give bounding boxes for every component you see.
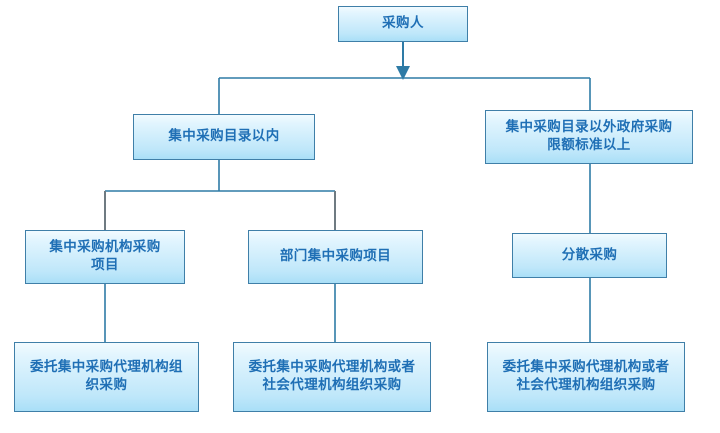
node-entrust-central-agency[interactable]: 委托集中采购代理机构组 织采购 [14, 342, 199, 412]
node-decentralized-procurement[interactable]: 分散采购 [512, 233, 667, 278]
node-outside-catalog-label: 集中采购目录以外政府采购 限额标准以上 [505, 119, 673, 153]
node-entrust-central-or-social-agency-mid[interactable]: 委托集中采购代理机构或者 社会代理机构组织采购 [233, 342, 431, 412]
node-within-catalog-label: 集中采购目录以内 [168, 128, 280, 145]
node-buyer-label: 采购人 [382, 15, 424, 32]
node-department-central-project[interactable]: 部门集中采购项目 [248, 230, 423, 284]
node-department-central-project-label: 部门集中采购项目 [279, 248, 392, 265]
node-entrust-central-or-social-agency-right[interactable]: 委托集中采购代理机构或者 社会代理机构组织采购 [487, 342, 685, 412]
arrowhead-icon [396, 66, 410, 80]
node-central-agency-project[interactable]: 集中采购机构采购 项目 [25, 230, 185, 284]
node-entrust-central-or-social-agency-right-label: 委托集中采购代理机构或者 社会代理机构组织采购 [502, 359, 670, 393]
node-decentralized-procurement-label: 分散采购 [561, 246, 618, 263]
node-within-catalog[interactable]: 集中采购目录以内 [133, 114, 315, 160]
node-outside-catalog[interactable]: 集中采购目录以外政府采购 限额标准以上 [485, 110, 693, 164]
node-entrust-central-agency-label: 委托集中采购代理机构组 织采购 [30, 359, 183, 393]
node-entrust-central-or-social-agency-mid-label: 委托集中采购代理机构或者 社会代理机构组织采购 [248, 359, 416, 393]
node-central-agency-project-label: 集中采购机构采购 项目 [49, 239, 161, 273]
node-buyer[interactable]: 采购人 [338, 6, 468, 42]
